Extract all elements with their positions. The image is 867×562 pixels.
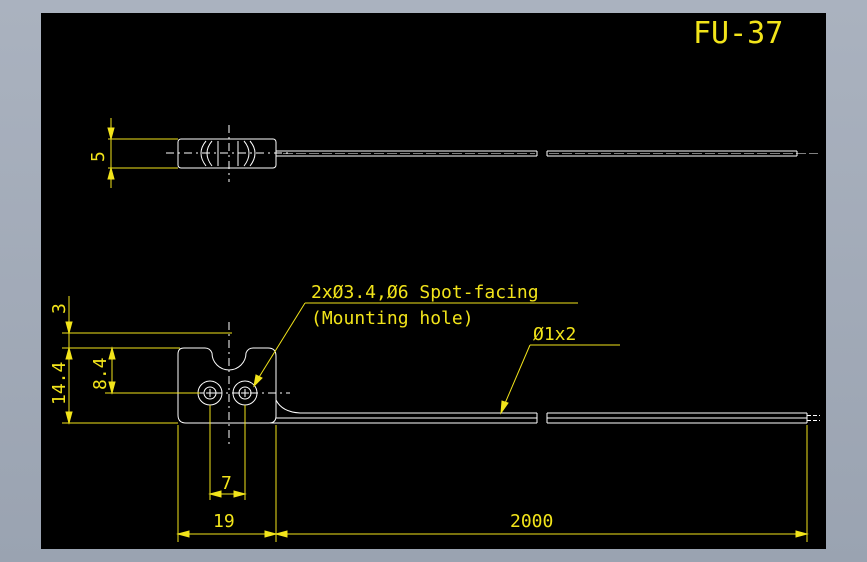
dim-8-4-arrow-bottom [108,381,116,395]
dim-8-4-arrow-top [108,346,116,360]
leader-mounting-arrow [253,374,263,388]
dim-19-arrow-right [264,530,278,538]
dim-7-arrow-left [208,490,222,498]
front-view [177,322,820,445]
height-label: 14.4 [49,362,70,405]
dim-3-arrow-top [65,321,73,335]
leader-cable-arrow [500,400,509,415]
hole-pitch-label: 7 [221,473,232,494]
leader-mounting-line [255,302,306,383]
dim-7-arrow-right [233,490,247,498]
dim-2000-arrow-right [795,530,809,538]
width-label: 19 [213,511,235,532]
sensor-body-front [177,347,277,424]
cable-length-label: 2000 [510,511,553,532]
thickness-label: 5 [88,151,109,162]
leader-cable-line [502,344,531,409]
mounting-note-line2: (Mounting hole) [311,308,474,329]
dim-2000-arrow-left [274,530,288,538]
dim-14-4-arrow-bottom [65,411,73,425]
top-offset-label: 3 [49,303,70,314]
drawing-title: FU-37 [693,16,783,51]
arrow-top [107,127,115,141]
front-dimensions [62,296,809,542]
dim-19-arrow-left [176,530,190,538]
arrow-bottom [107,166,115,180]
lens-right [249,140,256,167]
lens-right-inner [243,140,250,167]
mounting-note-line1: 2xØ3.4,Ø6 Spot-facing [311,282,539,303]
cable-front-top [275,399,537,414]
side-view [166,125,818,182]
cable-spec-note: Ø1x2 [533,324,576,345]
side-thickness-dimension [107,118,178,188]
lens-left [200,140,207,167]
hole-spacing-label: 8.4 [90,357,111,390]
drawing-canvas [41,13,826,549]
